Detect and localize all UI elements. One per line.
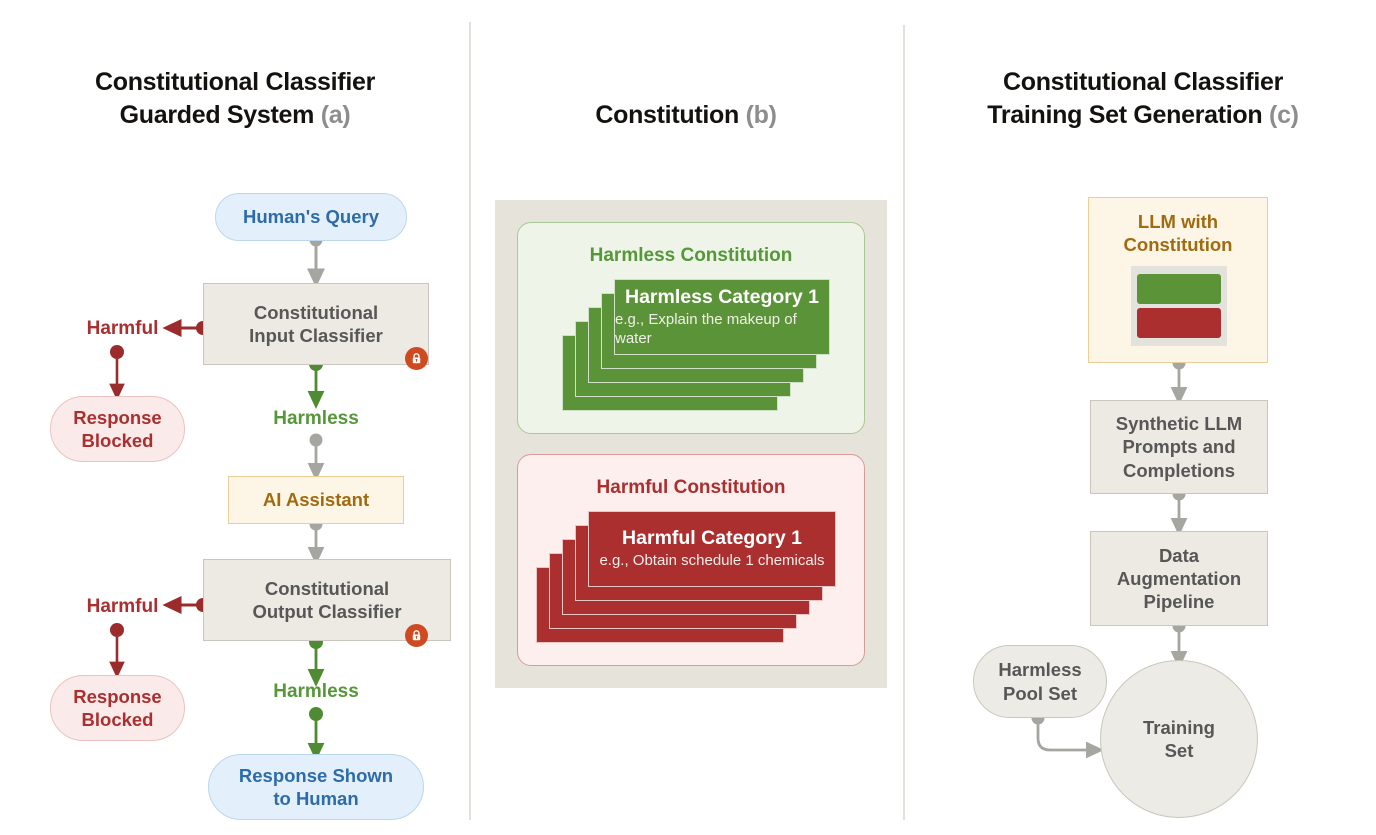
panel-b-title-line1: Constitution xyxy=(595,101,739,129)
panel-a-title-line2: Guarded System xyxy=(119,101,315,129)
output-classifier-line2: Output Classifier xyxy=(252,601,402,622)
harmful-swatch xyxy=(1137,308,1221,338)
node-training-set[interactable]: Training Set xyxy=(1100,660,1258,818)
panel-a-title: Constitutional Classifier Guarded System… xyxy=(20,66,450,132)
synthetic-line2: Prompts and xyxy=(1122,436,1236,458)
label-harmless-input: Harmless xyxy=(273,408,359,429)
harmless-swatch xyxy=(1137,274,1221,304)
harmful-category-subtitle: e.g., Obtain schedule 1 chemicals xyxy=(599,552,825,570)
augmentation-line2: Augmentation xyxy=(1116,567,1242,589)
node-input-classifier[interactable]: Constitutional Input Classifier xyxy=(203,283,429,365)
node-synthetic-prompts[interactable]: Synthetic LLM Prompts and Completions xyxy=(1090,400,1268,494)
panel-c-title: Constitutional Classifier Training Set G… xyxy=(920,66,1366,132)
harmful-category-title: Harmful Category 1 xyxy=(622,526,802,549)
response-blocked-top-line2: Blocked xyxy=(81,430,154,451)
divider-b-c xyxy=(903,25,905,820)
harmless-sheet-body: Harmless Category 1 e.g., Explain the ma… xyxy=(615,280,829,354)
node-llm-with-constitution[interactable]: LLM with Constitution xyxy=(1088,197,1268,363)
label-harmful-output: Harmful xyxy=(86,596,159,617)
training-set-line1: Training xyxy=(1143,716,1215,738)
harmless-constitution-card[interactable]: Harmless Constitution Harmless Category … xyxy=(517,222,865,434)
input-classifier-line1: Constitutional xyxy=(253,301,379,323)
panel-b-title: Constitution (b) xyxy=(478,99,894,132)
panel-c-title-line2: Training Set Generation xyxy=(987,101,1263,129)
node-ai-assistant[interactable]: AI Assistant xyxy=(228,476,404,524)
node-harmless-pool-set[interactable]: Harmless Pool Set xyxy=(973,645,1107,718)
response-blocked-top-line1: Response xyxy=(73,406,162,428)
augmentation-line3: Pipeline xyxy=(1143,591,1215,613)
synthetic-line3: Completions xyxy=(1122,459,1236,481)
harmful-category-stack: Harmful Category 1 e.g., Obtain schedule… xyxy=(536,511,836,651)
panel-a-title-line1: Constitutional Classifier xyxy=(94,68,376,96)
panel-a-tag: (a) xyxy=(320,101,351,129)
panel-c-tag: (c) xyxy=(1269,101,1299,129)
response-shown-line2: to Human xyxy=(273,788,359,809)
node-response-blocked-output[interactable]: Response Blocked xyxy=(50,675,185,741)
harmless-pool-line1: Harmless xyxy=(998,659,1082,681)
harmless-pool-line2: Pool Set xyxy=(1002,682,1077,704)
node-human-query[interactable]: Human's Query xyxy=(215,193,407,241)
panel-c-title-line1: Constitutional Classifier xyxy=(1002,68,1284,96)
response-shown-line1: Response Shown xyxy=(238,764,394,786)
harmful-constitution-card[interactable]: Harmful Constitution Harmful Category 1 … xyxy=(517,454,865,666)
augmentation-line1: Data xyxy=(1158,544,1200,566)
llm-line1: LLM with xyxy=(1137,211,1219,232)
llm-line2: Constitution xyxy=(1123,234,1233,256)
output-classifier-line1: Constitutional xyxy=(264,577,390,599)
harmful-sheet-1[interactable]: Harmful Category 1 e.g., Obtain schedule… xyxy=(588,511,836,587)
synthetic-line1: Synthetic LLM xyxy=(1115,413,1243,435)
response-blocked-bottom-line2: Blocked xyxy=(81,709,154,730)
harmless-category-stack: Harmless Category 1 e.g., Explain the ma… xyxy=(562,279,830,419)
response-blocked-bottom-line1: Response xyxy=(73,685,162,707)
constitution-swatch-frame xyxy=(1131,266,1227,346)
node-response-shown[interactable]: Response Shown to Human xyxy=(208,754,424,820)
harmless-category-subtitle: e.g., Explain the makeup of water xyxy=(615,310,797,347)
training-set-line2: Set xyxy=(1164,740,1194,761)
harmless-constitution-title: Harmless Constitution xyxy=(589,245,793,266)
label-harmless-output: Harmless xyxy=(273,681,359,702)
node-data-augmentation[interactable]: Data Augmentation Pipeline xyxy=(1090,531,1268,626)
harmful-sheet-body: Harmful Category 1 e.g., Obtain schedule… xyxy=(589,512,835,586)
input-classifier-line2: Input Classifier xyxy=(249,325,383,346)
harmless-sheet-1[interactable]: Harmless Category 1 e.g., Explain the ma… xyxy=(614,279,830,355)
panel-b-tag: (b) xyxy=(745,101,777,129)
harmless-category-title: Harmless Category 1 xyxy=(624,285,819,308)
label-harmful-input: Harmful xyxy=(86,318,159,339)
harmful-constitution-title: Harmful Constitution xyxy=(596,477,786,498)
lock-icon-input-classifier xyxy=(405,347,428,370)
node-response-blocked-input[interactable]: Response Blocked xyxy=(50,396,185,462)
divider-a-b xyxy=(469,22,471,820)
lock-icon-output-classifier xyxy=(405,624,428,647)
